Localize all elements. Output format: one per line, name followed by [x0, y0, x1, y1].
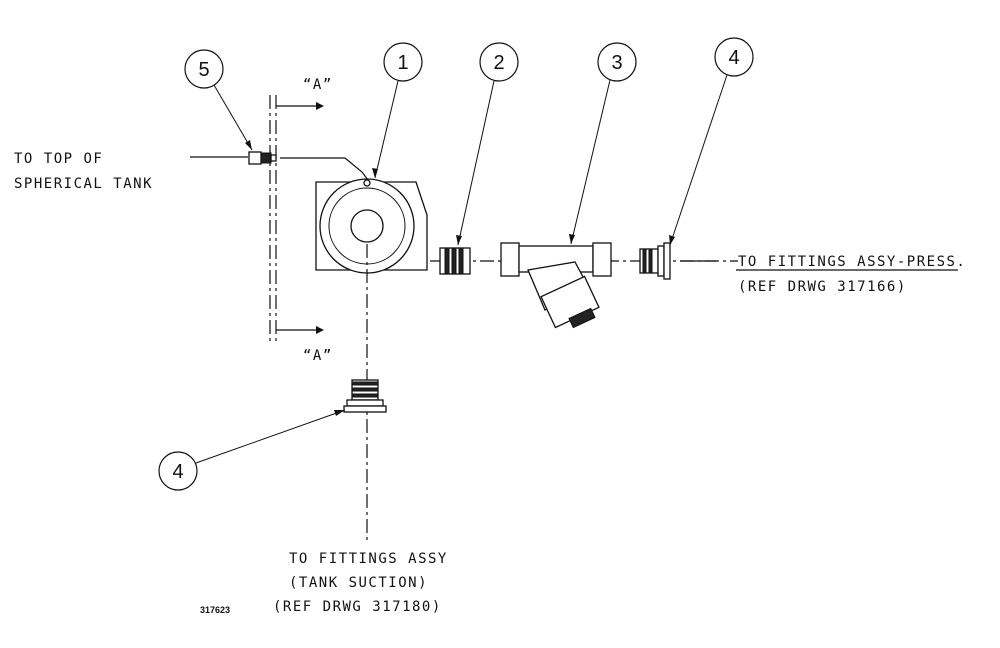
label-suction-line1: TO FITTINGS ASSY [289, 551, 448, 567]
label-press-line1: TO FITTINGS ASSY-PRESS. [738, 254, 966, 270]
callout-4-right-number: 4 [728, 47, 739, 69]
part-4-adapter-right [639, 242, 671, 280]
callout-1-number: 1 [397, 52, 408, 74]
callout-4-bottom: 4 [158, 409, 346, 491]
vent-line [190, 156, 369, 181]
callout-1: 1 [372, 42, 423, 179]
callout-5: 5 [184, 49, 253, 151]
part-3-strainer [500, 242, 612, 329]
part-5-fitting [248, 151, 277, 165]
callout-3-number: 3 [611, 52, 622, 74]
callout-4-bottom-number: 4 [172, 461, 183, 483]
part-1-body [315, 178, 428, 274]
callout-4-right: 4 [669, 37, 754, 246]
callout-2-number: 2 [493, 52, 504, 74]
figure-id: 317623 [200, 605, 230, 615]
callout-3: 3 [569, 42, 637, 245]
label-suction-line3: (REF DRWG 317180) [273, 599, 442, 615]
part-4-adapter-bottom [343, 379, 387, 413]
part-2-nipple [439, 247, 471, 275]
section-mark-bottom: “A” [303, 348, 333, 364]
label-suction-line2: (TANK SUCTION) [289, 575, 428, 591]
label-to-top-line2: SPHERICAL TANK [14, 176, 153, 192]
label-press-line2: (REF DRWG 317166) [738, 279, 907, 295]
section-mark-top: “A” [303, 77, 333, 93]
section-line-a [269, 95, 324, 345]
callout-5-number: 5 [198, 59, 209, 81]
label-to-top-line1: TO TOP OF [14, 151, 103, 167]
callout-2: 2 [456, 42, 519, 246]
